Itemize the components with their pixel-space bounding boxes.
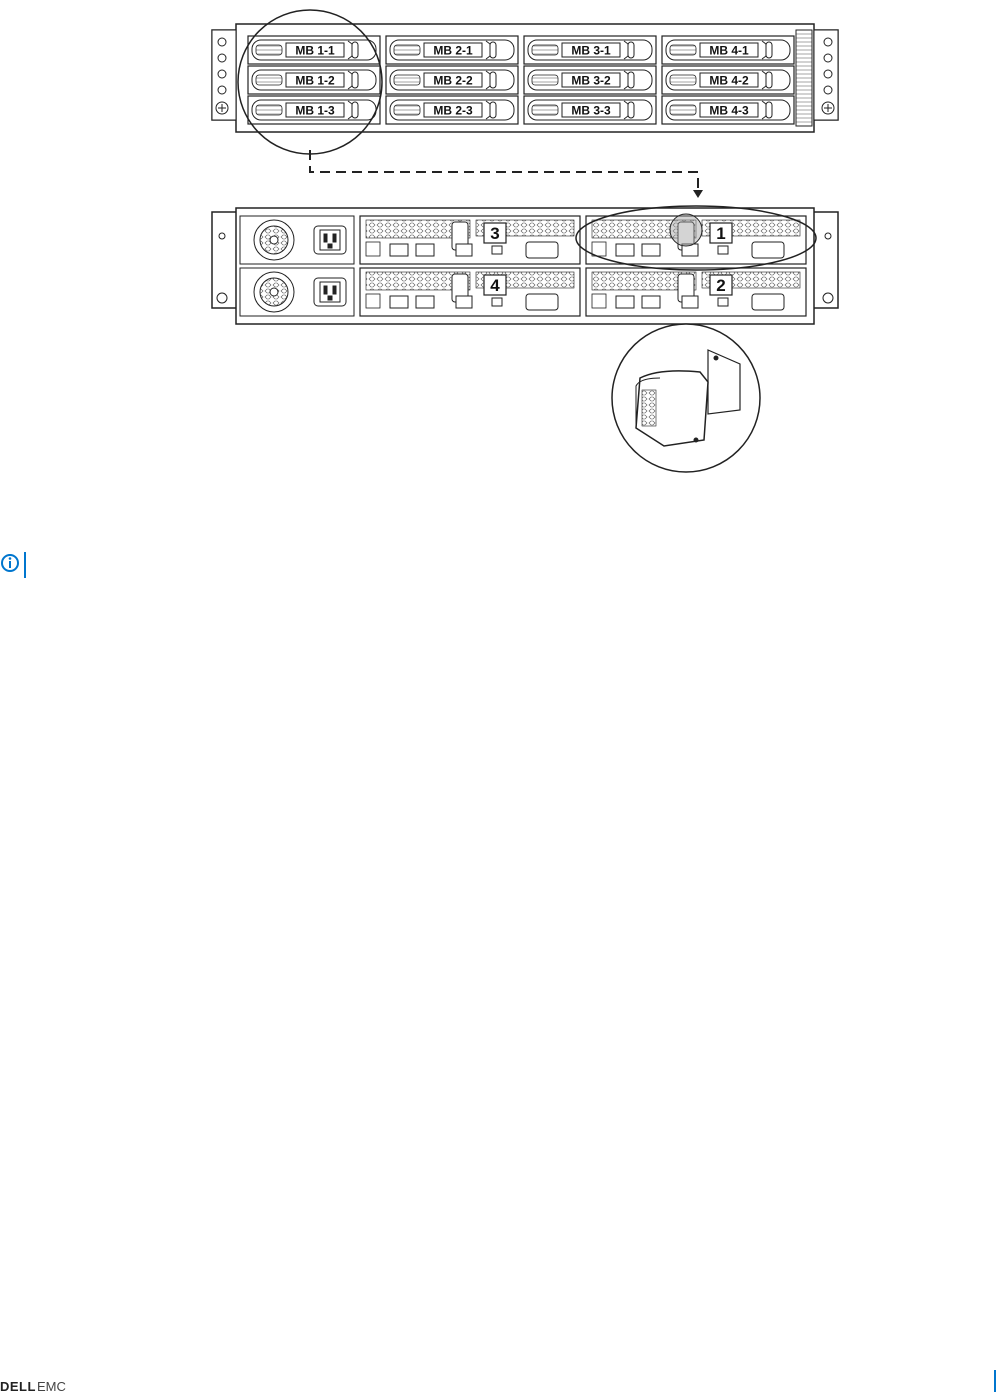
drive-bay: MB 2-2 <box>385 65 519 95</box>
drive-bay: MB 1-1 <box>247 35 381 65</box>
drive-bay: MB 4-3 <box>661 95 795 125</box>
sled-number-label: 1 <box>716 224 725 243</box>
compute-sleds: 3 1 4 2 <box>359 215 807 317</box>
drive-bay-label: MB 1-3 <box>295 104 335 118</box>
brand-emc: EMC <box>36 1378 66 1394</box>
drive-bay-label: MB 3-3 <box>571 104 611 118</box>
drive-bay: MB 3-2 <box>523 65 657 95</box>
drive-bay: MB 2-3 <box>385 95 519 125</box>
drive-bay: MB 3-1 <box>523 35 657 65</box>
drive-bay-label: MB 1-2 <box>295 74 335 88</box>
drive-bay: MB 2-1 <box>385 35 519 65</box>
sled-number-label: 2 <box>716 276 725 295</box>
drive-bay-label: MB 4-3 <box>709 104 749 118</box>
drive-bay-label: MB 2-3 <box>433 104 473 118</box>
page-number-bar <box>994 1370 996 1392</box>
drive-bay-label: MB 4-1 <box>709 44 749 58</box>
drive-bays: MB 1-1 MB 2-1 MB 3-1 MB 4-1 MB 1-2 MB 2-2 MB 3… <box>247 35 795 125</box>
drive-bay-label: MB 3-1 <box>571 44 611 58</box>
arrow-head-icon <box>693 190 703 198</box>
dashed-connector <box>309 150 699 192</box>
sled-number-label: 4 <box>490 276 500 295</box>
drive-bay-label: MB 1-1 <box>295 44 335 58</box>
drive-bay-label: MB 4-2 <box>709 74 749 88</box>
compute-sled: 4 <box>359 267 581 317</box>
drive-bay-label: MB 3-2 <box>571 74 611 88</box>
drive-bay-label: MB 2-2 <box>433 74 473 88</box>
note-info-icon <box>0 552 28 578</box>
compute-sled: 2 <box>585 267 807 317</box>
dell-emc-logo: DELL EMC <box>0 1378 66 1394</box>
brand-dell: DELL <box>0 1378 36 1394</box>
drive-bay: MB 1-2 <box>247 65 381 95</box>
drive-bay: MB 1-3 <box>247 95 381 125</box>
handle-detail-callout <box>611 323 761 473</box>
highlight-handle-circle <box>669 213 703 247</box>
compute-sled: 3 <box>359 215 581 265</box>
drive-bay: MB 4-2 <box>661 65 795 95</box>
sled-number-label: 3 <box>490 224 499 243</box>
server-figure: MB 1-1 MB 2-1 MB 3-1 MB 4-1 MB 1-2 MB 2-2 MB 3… <box>211 9 839 473</box>
drive-bay: MB 4-1 <box>661 35 795 65</box>
compute-sled: 1 <box>585 215 807 265</box>
drive-bay-label: MB 2-1 <box>433 44 473 58</box>
highlight-ellipse-sled-1 <box>575 205 817 271</box>
drive-bay: MB 3-3 <box>523 95 657 125</box>
